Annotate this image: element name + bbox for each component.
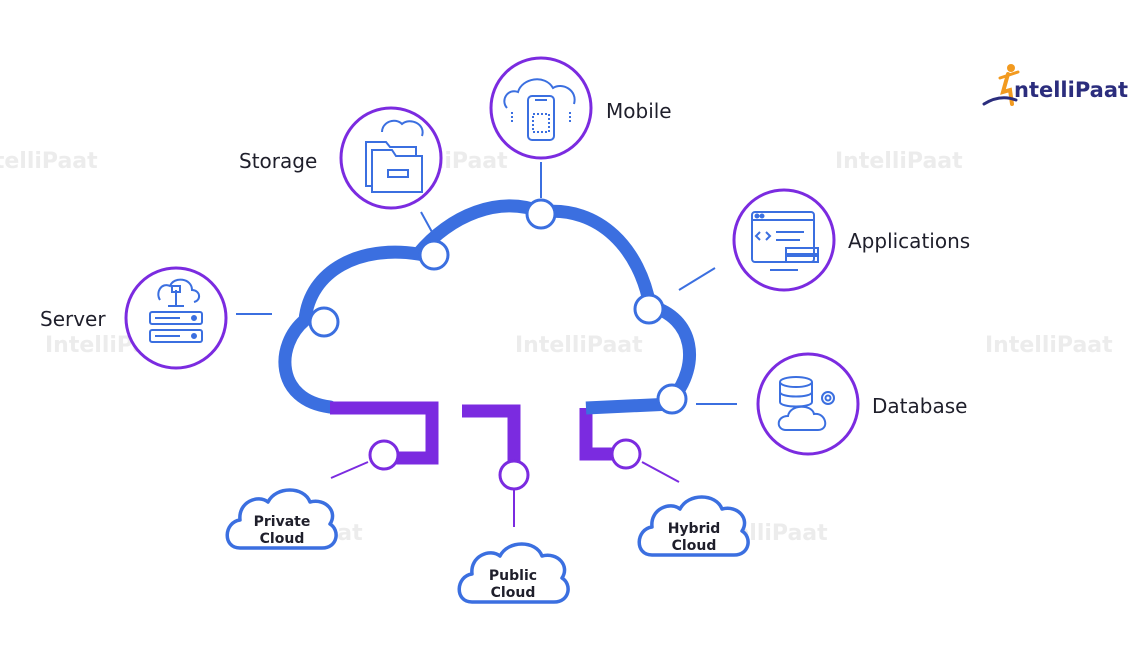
connector-line bbox=[420, 211, 433, 233]
watermark: IntelliPaat bbox=[985, 333, 1113, 358]
watermark: IntelliPaat bbox=[0, 149, 98, 174]
node bbox=[610, 438, 642, 470]
connection-nodes bbox=[308, 198, 688, 491]
code-window-icon bbox=[751, 211, 819, 271]
node bbox=[308, 306, 340, 338]
watermark: IntelliPaat bbox=[835, 149, 963, 174]
node bbox=[656, 383, 688, 415]
node bbox=[633, 293, 665, 325]
connector-line bbox=[641, 461, 680, 483]
purple-pipe-center bbox=[462, 404, 521, 468]
cloud-label-line2: Cloud bbox=[672, 538, 717, 554]
service-label-database: Database bbox=[872, 394, 967, 418]
cloud-outline bbox=[278, 199, 696, 414]
service-label-applications: Applications bbox=[848, 229, 970, 253]
cloud-label-line1: Private bbox=[254, 514, 311, 530]
watermark: IntelliPaat bbox=[515, 333, 643, 358]
cloud-shape bbox=[637, 495, 750, 557]
cloud-shape bbox=[225, 488, 338, 550]
node bbox=[418, 239, 450, 271]
brand-name: ntelliPaat bbox=[1014, 78, 1128, 102]
cloud-label-line2: Cloud bbox=[260, 531, 305, 547]
mobile-cloud-icon bbox=[503, 78, 576, 141]
service-server: Server bbox=[40, 266, 228, 370]
service-database: Database bbox=[756, 352, 967, 456]
icon-circle bbox=[756, 352, 860, 456]
service-mobile: Mobile bbox=[489, 56, 672, 160]
node bbox=[498, 459, 530, 491]
purple-pipe-left bbox=[330, 401, 439, 465]
connector-lines bbox=[236, 162, 737, 405]
service-applications: Applications bbox=[732, 188, 970, 292]
database-cloud-icon bbox=[777, 376, 835, 431]
cloud-label-line1: Public bbox=[489, 568, 537, 584]
service-label-mobile: Mobile bbox=[606, 99, 672, 123]
person-logo-icon bbox=[982, 64, 1020, 106]
service-label-storage: Storage bbox=[239, 149, 317, 173]
service-label-server: Server bbox=[40, 307, 106, 331]
cloud-shape bbox=[457, 542, 570, 604]
icon-circle bbox=[489, 56, 593, 160]
cloud-label-line2: Cloud bbox=[491, 585, 536, 601]
service-storage: Storage bbox=[239, 106, 443, 210]
cloud-label-line1: Hybrid bbox=[668, 521, 721, 537]
connector-line bbox=[330, 461, 369, 479]
node bbox=[368, 439, 400, 471]
cloud-type-hybrid: Hybrid Cloud bbox=[637, 495, 750, 557]
server-cloud-icon bbox=[149, 278, 203, 343]
cloud-type-private: Private Cloud bbox=[225, 488, 338, 550]
cloud-type-connectors bbox=[330, 461, 680, 527]
connector-line bbox=[678, 267, 716, 291]
cloud-type-public: Public Cloud bbox=[457, 542, 570, 604]
node bbox=[525, 198, 557, 230]
folder-cloud-icon bbox=[365, 119, 424, 193]
brand-logo: ntelliPaat bbox=[982, 64, 1128, 106]
